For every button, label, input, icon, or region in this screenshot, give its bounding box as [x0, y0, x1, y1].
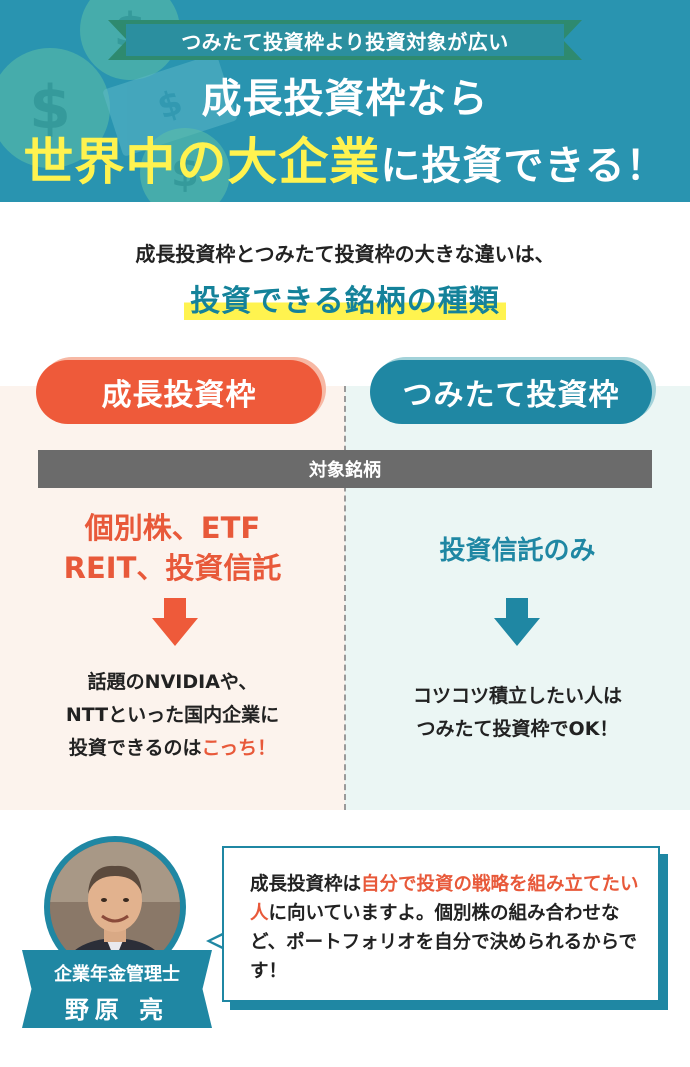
- arrow-down-icon: [494, 598, 540, 646]
- growth-label: 成長投資枠: [36, 360, 322, 424]
- panel-divider: [344, 386, 346, 810]
- ribbon-text: つみたて投資枠より投資対象が広い: [126, 24, 564, 56]
- headline-line2: 世界中の大企業に投資できる！: [0, 122, 690, 194]
- intro-highlight-wrap: 投資できる銘柄の種類: [0, 276, 690, 320]
- tsumitate-targets: 投資信託のみ: [439, 536, 596, 566]
- dollar-coin-icon: $: [0, 48, 110, 168]
- quote-part-a: 成長投資枠は: [250, 874, 362, 895]
- growth-target-line2: REIT、投資信託: [63, 551, 282, 585]
- expert-nameplate: 企業年金管理士 野原 亮: [22, 950, 212, 1028]
- growth-target-line1: 個別株、ETF: [84, 511, 261, 545]
- target-bar: 対象銘柄: [38, 450, 652, 488]
- expert-quote-bubble: 成長投資枠は自分で投資の戦略を組み立てたい人に向いていますよ。個別株の組み合わせ…: [222, 846, 660, 1002]
- intro-highlight: 投資できる銘柄の種類: [184, 276, 506, 320]
- tsumitate-note: コツコツ積立したい人は つみたて投資枠でOK！: [345, 680, 690, 746]
- growth-note-accent: こっち！: [201, 737, 277, 759]
- tsumitate-note-line1: コツコツ積立したい人は: [412, 685, 622, 707]
- growth-note-line3: 投資できるのはこっち！: [0, 732, 345, 765]
- tsumitate-note-line2: つみたて投資枠でOK！: [416, 718, 619, 740]
- intro-text: 成長投資枠とつみたて投資枠の大きな違いは、: [135, 242, 555, 266]
- dollar-coin-icon: $: [140, 128, 230, 202]
- growth-note-line3-a: 投資できるのは: [68, 737, 202, 759]
- arrow-down-icon: [152, 598, 198, 646]
- quote-accent: 自分で投資の戦略を組み立てたい人: [250, 874, 639, 924]
- headline-highlight: 世界中の大企業: [23, 133, 381, 191]
- growth-targets: 個別株、ETF REIT、投資信託: [0, 508, 345, 588]
- headline-rest: に投資できる！: [380, 143, 667, 189]
- growth-note-line2: NTTといった国内企業に: [65, 704, 280, 726]
- growth-note-line1: 話題のNVIDIAや、: [87, 671, 258, 693]
- quote-part-c: に向いていますよ。個別株の組み合わせなど、ポートフォリオを自分で決められるからで…: [250, 903, 638, 982]
- expert-title: 企業年金管理士: [54, 964, 180, 985]
- tsumitate-label: つみたて投資枠: [370, 360, 652, 424]
- ribbon-banner: つみたて投資枠より投資対象が広い: [108, 20, 582, 60]
- headline-line1: 成長投資枠なら: [201, 76, 489, 122]
- expert-name: 野原 亮: [64, 996, 170, 1024]
- growth-note: 話題のNVIDIAや、 NTTといった国内企業に 投資できるのはこっち！: [0, 666, 345, 765]
